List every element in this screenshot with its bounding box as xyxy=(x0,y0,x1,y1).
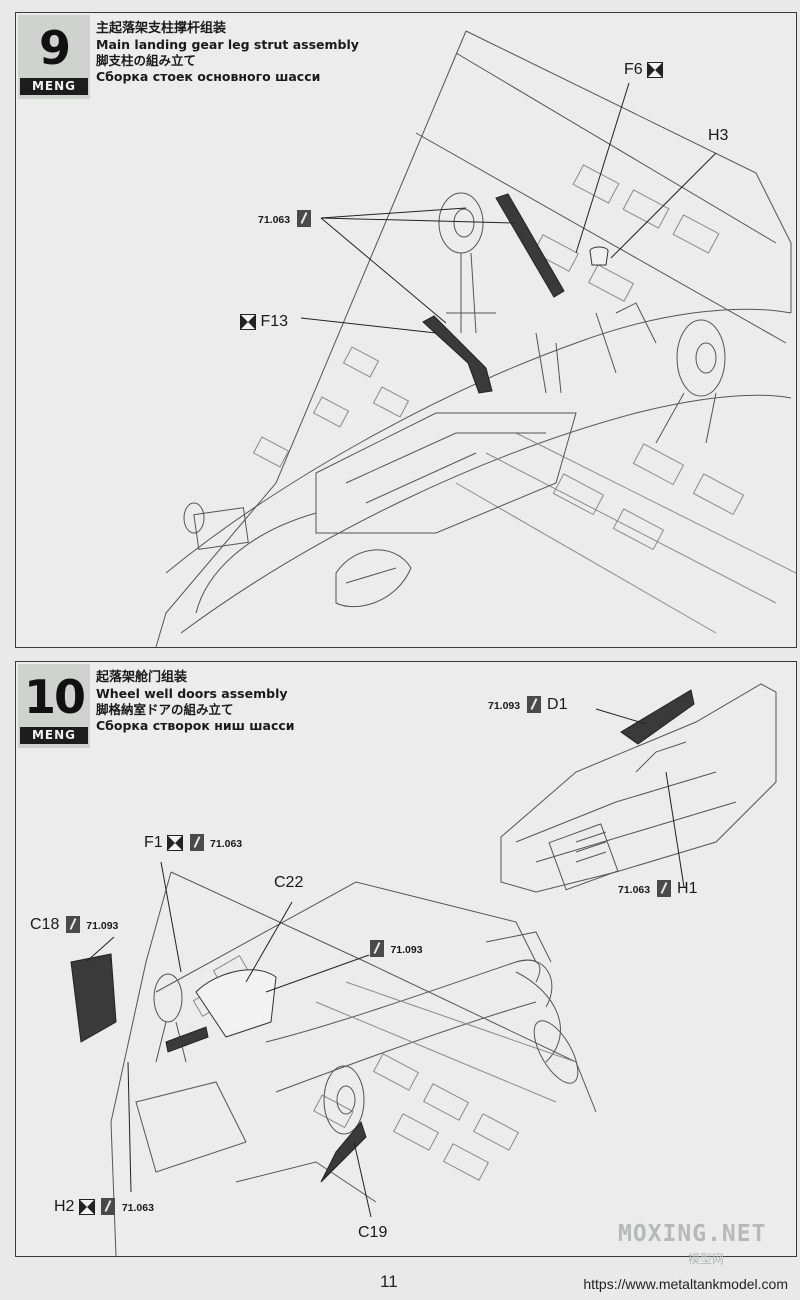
step-number-badge: 9 MENG xyxy=(18,15,90,99)
paint-brush-icon xyxy=(65,916,80,934)
callout-h1: 71.063 H1 xyxy=(618,880,697,899)
part-label: F13 xyxy=(260,313,289,330)
paint-code: 71.063 xyxy=(210,838,243,850)
cut-icon xyxy=(240,313,256,330)
brand-logo: MENG xyxy=(20,78,88,95)
paint-brush-icon xyxy=(101,1198,116,1216)
paint-brush-icon xyxy=(370,940,384,958)
cut-icon xyxy=(647,61,664,78)
paint-brush-icon xyxy=(296,210,311,228)
part-label: C22 xyxy=(274,874,304,891)
source-url: https://www.metaltankmodel.com xyxy=(583,1276,788,1292)
step-number: 9 xyxy=(38,21,71,75)
page-number: 11 xyxy=(380,1272,398,1291)
paint-code: 71.093 xyxy=(390,944,423,956)
step-titles: 主起落架支柱撑杆组装 Main landing gear leg strut a… xyxy=(96,21,359,85)
cut-icon xyxy=(167,834,184,851)
callout-f13: F13 xyxy=(240,313,288,331)
brand-logo: MENG xyxy=(20,727,88,744)
part-label: C18 xyxy=(30,916,60,933)
callout-f1: F1 71.063 xyxy=(144,834,242,853)
callout-f6: F6 xyxy=(624,61,664,79)
paint-code: 71.063 xyxy=(258,214,291,226)
step-9-illustration xyxy=(155,30,796,647)
title-ja: 脚格納室ドアの組み立て xyxy=(96,702,234,717)
paint-brush-icon xyxy=(189,834,204,852)
callout-d1: 71.093 D1 xyxy=(488,696,567,715)
part-label: C19 xyxy=(358,1224,388,1241)
title-ru: Сборка створок ниш шасси xyxy=(96,718,295,733)
cut-icon xyxy=(78,1198,95,1215)
paint-code: 71.093 xyxy=(488,700,521,712)
part-label: H1 xyxy=(677,880,698,897)
part-label: H3 xyxy=(708,127,729,144)
part-label: F6 xyxy=(624,61,643,78)
title-en: Wheel well doors assembly xyxy=(96,686,288,701)
callout-h2: H2 71.063 xyxy=(54,1198,154,1217)
paint-code: 71.093 xyxy=(86,920,119,932)
callout-paint-71093: 71.093 xyxy=(368,940,423,959)
step-10-panel: 10 MENG 起落架舱门组装 Wheel well doors assembl… xyxy=(15,661,797,1257)
callout-c18: C18 71.093 xyxy=(30,916,118,935)
step-number-badge: 10 MENG xyxy=(18,664,90,748)
step-titles: 起落架舱门组装 Wheel well doors assembly 脚格納室ドア… xyxy=(96,670,295,734)
part-label: H2 xyxy=(54,1198,75,1215)
step-10-illustration xyxy=(70,683,777,1256)
title-zh: 起落架舱门组装 xyxy=(96,670,188,685)
paint-brush-icon xyxy=(526,696,541,714)
title-ja: 脚支柱の組み立て xyxy=(96,53,197,68)
paint-code: 71.063 xyxy=(121,1202,154,1214)
paint-code: 71.063 xyxy=(618,884,651,896)
part-label: F1 xyxy=(144,834,163,851)
step-9-panel: 9 MENG 主起落架支柱撑杆组装 Main landing gear leg … xyxy=(15,12,797,648)
callout-c19: C19 xyxy=(358,1224,387,1242)
watermark: MOXING.NET xyxy=(618,1221,767,1247)
step-number: 10 xyxy=(23,670,86,724)
callout-c22: C22 xyxy=(274,874,303,892)
title-ru: Сборка стоек основного шасси xyxy=(96,69,321,84)
title-zh: 主起落架支柱撑杆组装 xyxy=(96,21,227,36)
title-en: Main landing gear leg strut assembly xyxy=(96,37,359,52)
paint-brush-icon xyxy=(656,880,671,898)
watermark-sub: 模型网 xyxy=(688,1252,725,1266)
callout-h3: H3 xyxy=(708,127,728,145)
callout-paint-71063: 71.063 xyxy=(258,210,313,229)
part-label: D1 xyxy=(547,696,568,713)
